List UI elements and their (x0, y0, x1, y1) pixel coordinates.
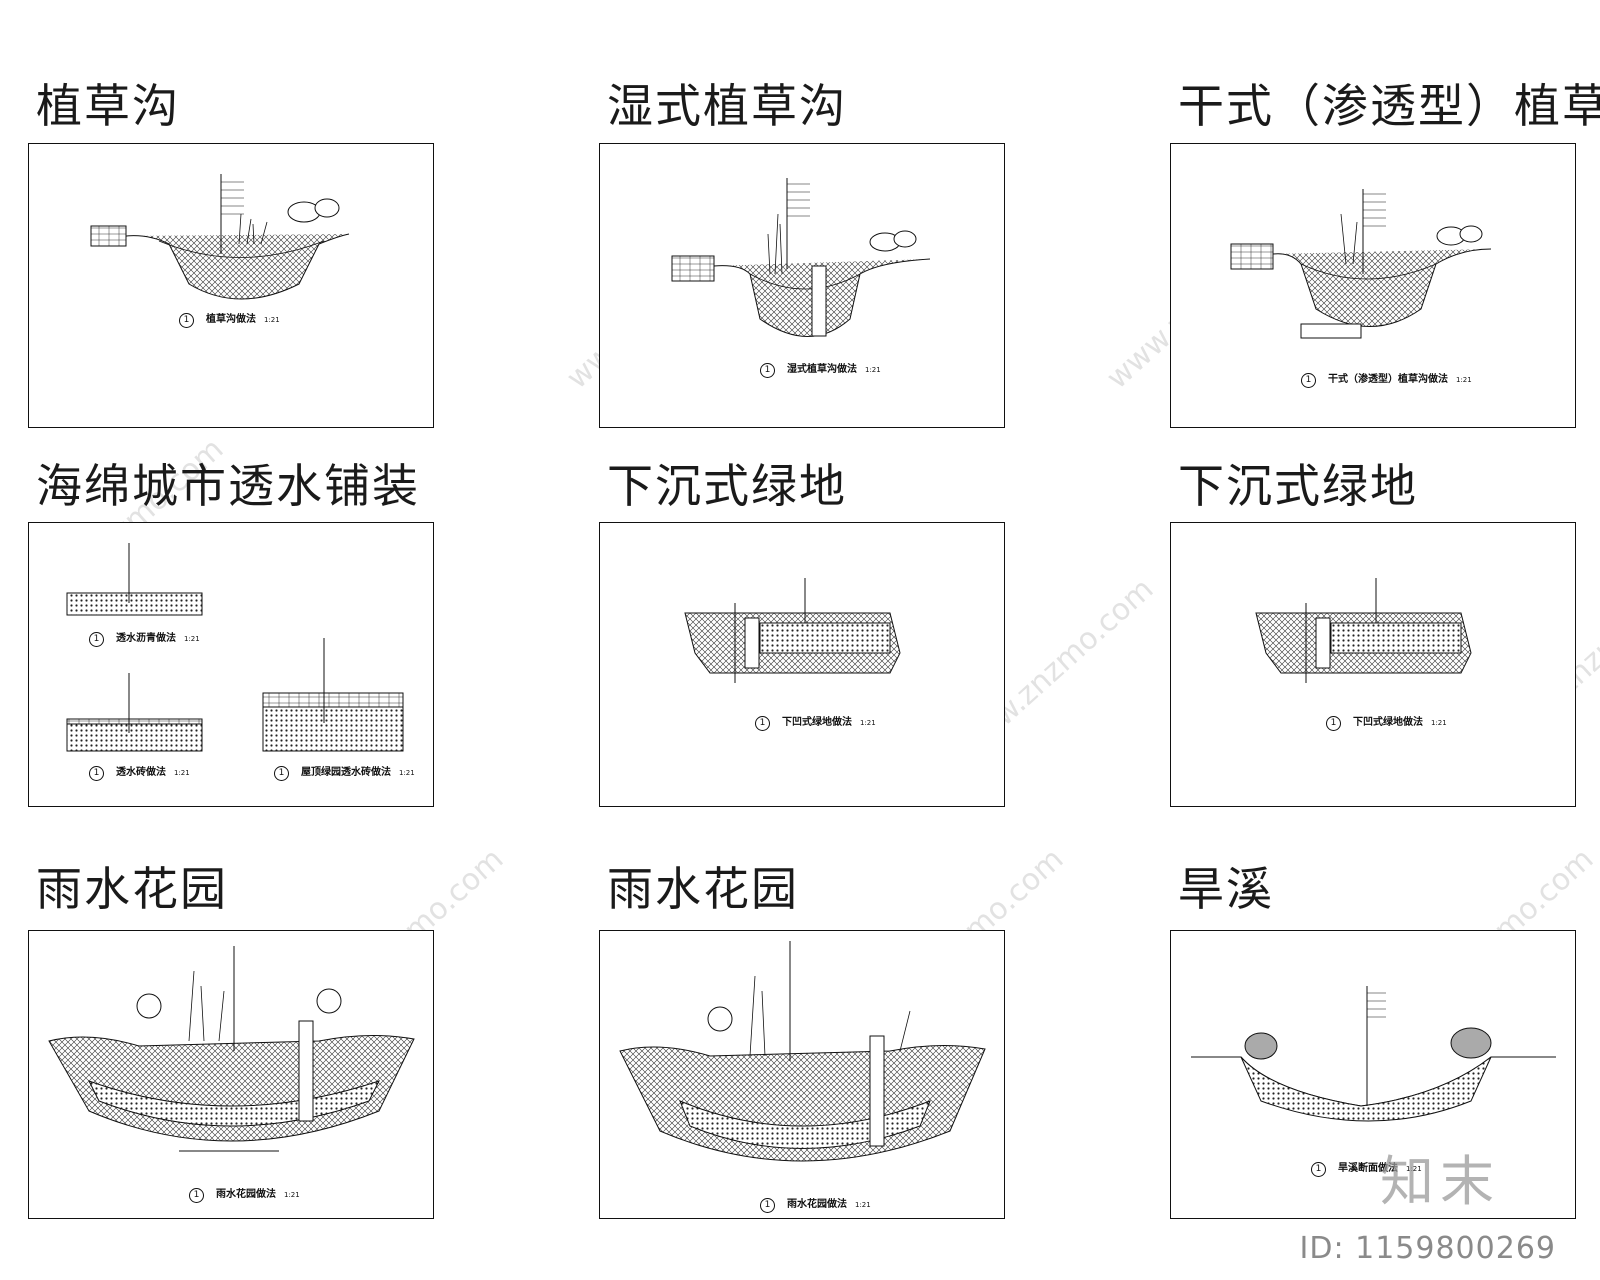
cell-title: 下沉式绿地 (607, 459, 847, 513)
cell-title: 下沉式绿地 (1178, 459, 1418, 513)
cell-title: 雨水花园 (36, 862, 228, 916)
brand-watermark-logo: 知末 (1380, 1150, 1500, 1213)
wet-swale-section-drawing (671, 178, 931, 337)
cell-title: 植草沟 (36, 79, 180, 133)
cell-title: 海绵城市透水铺装 (36, 459, 420, 513)
cell-title: 干式（渗透型）植草沟 (1178, 79, 1600, 133)
permeable-paving-drawing (66, 543, 404, 752)
sunken-greenland-drawing (684, 578, 901, 683)
cell-title: 雨水花园 (607, 862, 799, 916)
rain-garden-drawing (619, 941, 986, 1162)
image-id-label: ID: 1159800269 (1299, 1231, 1556, 1266)
sunken-greenland-drawing (1255, 578, 1472, 683)
rain-garden-drawing (48, 946, 415, 1152)
cell-title: 湿式植草沟 (607, 79, 847, 133)
cell-title: 旱溪 (1178, 862, 1274, 916)
dry-swale-section-drawing (1230, 189, 1492, 339)
swale-section-drawing (90, 174, 350, 300)
dry-creek-drawing (1191, 986, 1556, 1122)
